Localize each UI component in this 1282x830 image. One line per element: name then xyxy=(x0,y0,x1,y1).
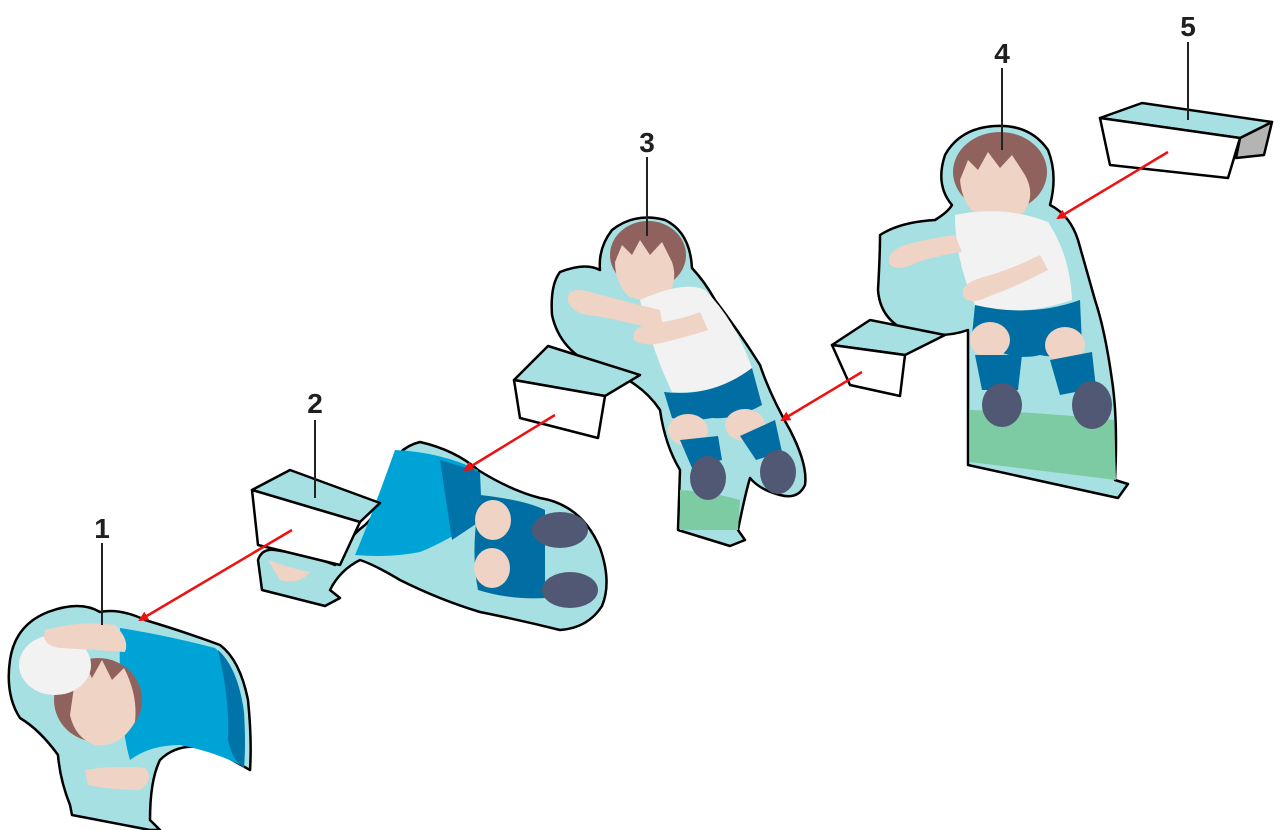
step-1-flat-figure xyxy=(9,606,251,830)
step-number-5: 5 xyxy=(1180,11,1196,42)
step-3-tilting-figure xyxy=(514,218,805,546)
step-number-2: 2 xyxy=(307,388,323,419)
step-5-stand-tab xyxy=(1100,103,1272,178)
step-number-1: 1 xyxy=(94,513,110,544)
red-arrow-icon xyxy=(465,415,555,470)
step-number-3: 3 xyxy=(639,127,655,158)
step-2-leaning-figure xyxy=(252,442,607,630)
step-4-standing-figure xyxy=(832,126,1128,498)
red-arrow-icon xyxy=(782,372,862,420)
step-number-4: 4 xyxy=(994,38,1010,69)
